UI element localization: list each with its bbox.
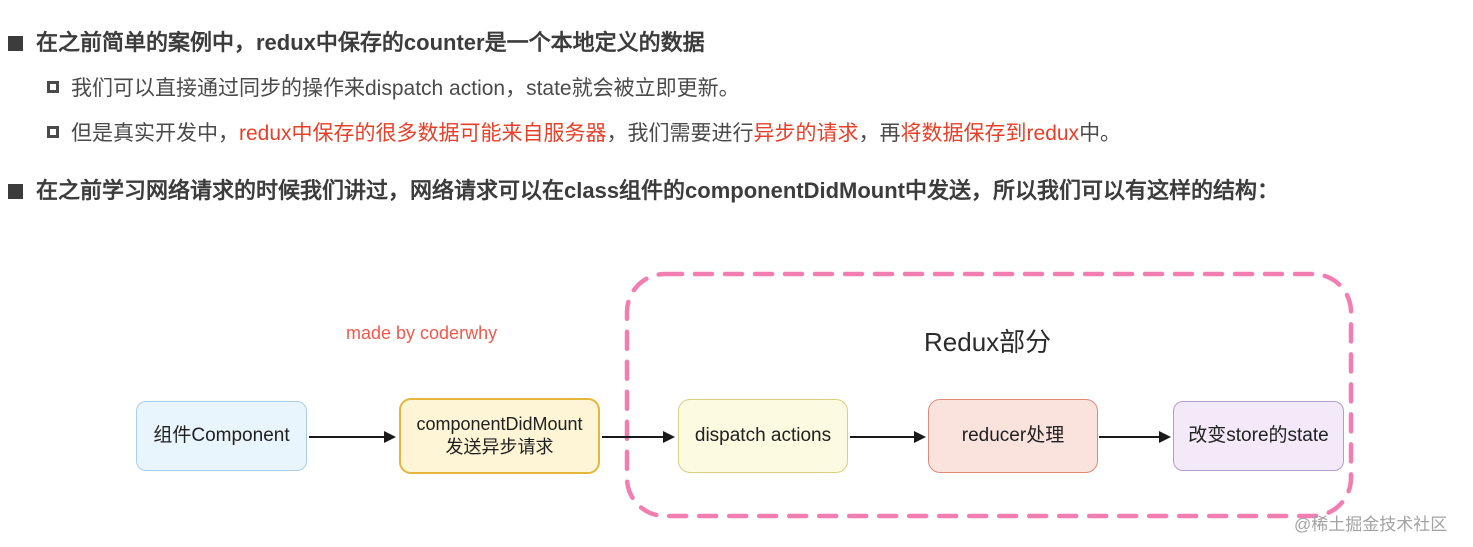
flow-node-change-store-state: 改变store的state: [1173, 401, 1344, 471]
text-segment-highlight: 异步的请求: [753, 122, 859, 145]
node-label-line1: componentDidMount: [416, 413, 583, 434]
text-segment-highlight: 将数据保存到redux: [900, 122, 1080, 145]
text-segment: ，再: [858, 122, 901, 145]
text-segment: ，我们需要进行: [606, 122, 754, 145]
node-label: 组件Component: [153, 424, 290, 446]
filled-square-bullet-icon: [8, 184, 23, 199]
flow-node-reducer: reducer处理: [928, 399, 1098, 473]
redux-region-label: Redux部分: [924, 327, 1052, 357]
node-label: 改变store的state: [1188, 424, 1329, 446]
outline-square-bullet-icon: [47, 81, 59, 93]
bullet-text: 但是真实开发中，redux中保存的很多数据可能来自服务器，我们需要进行异步的请求…: [71, 120, 1121, 148]
arrow-cdm-to-dispatch: [602, 431, 675, 443]
bullet-line-4: 在之前学习网络请求的时候我们讲过，网络请求可以在class组件的componen…: [8, 177, 1279, 205]
arrow-reducer-to-state: [1099, 431, 1171, 443]
site-watermark: @稀土掘金技术社区: [1294, 515, 1448, 534]
text-segment: 但是真实开发中，: [71, 122, 239, 145]
arrow-component-to-cdm: [309, 431, 396, 443]
bullet-text: 在之前学习网络请求的时候我们讲过，网络请求可以在class组件的componen…: [36, 178, 1280, 203]
node-label: dispatch actions: [694, 424, 832, 446]
author-watermark: made by coderwhy: [346, 323, 498, 343]
bullet-line-3: 但是真实开发中，redux中保存的很多数据可能来自服务器，我们需要进行异步的请求…: [47, 120, 1121, 148]
text-segment: 中。: [1079, 122, 1122, 145]
bullet-text: 我们可以直接通过同步的操作来dispatch action，state就会被立即…: [71, 77, 740, 100]
flow-node-component: 组件Component: [136, 401, 307, 471]
bullet-text: 在之前简单的案例中，redux中保存的counter是一个本地定义的数据: [36, 30, 705, 55]
arrow-dispatch-to-reducer: [850, 431, 926, 443]
outline-square-bullet-icon: [47, 126, 59, 138]
bullet-line-1: 在之前简单的案例中，redux中保存的counter是一个本地定义的数据: [8, 29, 705, 57]
flow-node-dispatch-actions: dispatch actions: [678, 399, 848, 473]
text-segment-highlight: redux中保存的很多数据可能来自服务器: [239, 122, 607, 145]
node-label-line2: 发送异步请求: [445, 437, 554, 457]
node-label: reducer处理: [961, 424, 1065, 446]
flow-node-componentdidmount: componentDidMount 发送异步请求: [399, 398, 600, 474]
redux-region-dashed-border: [624, 271, 1354, 519]
filled-square-bullet-icon: [8, 36, 23, 51]
bullet-line-2: 我们可以直接通过同步的操作来dispatch action，state就会被立即…: [47, 75, 740, 103]
